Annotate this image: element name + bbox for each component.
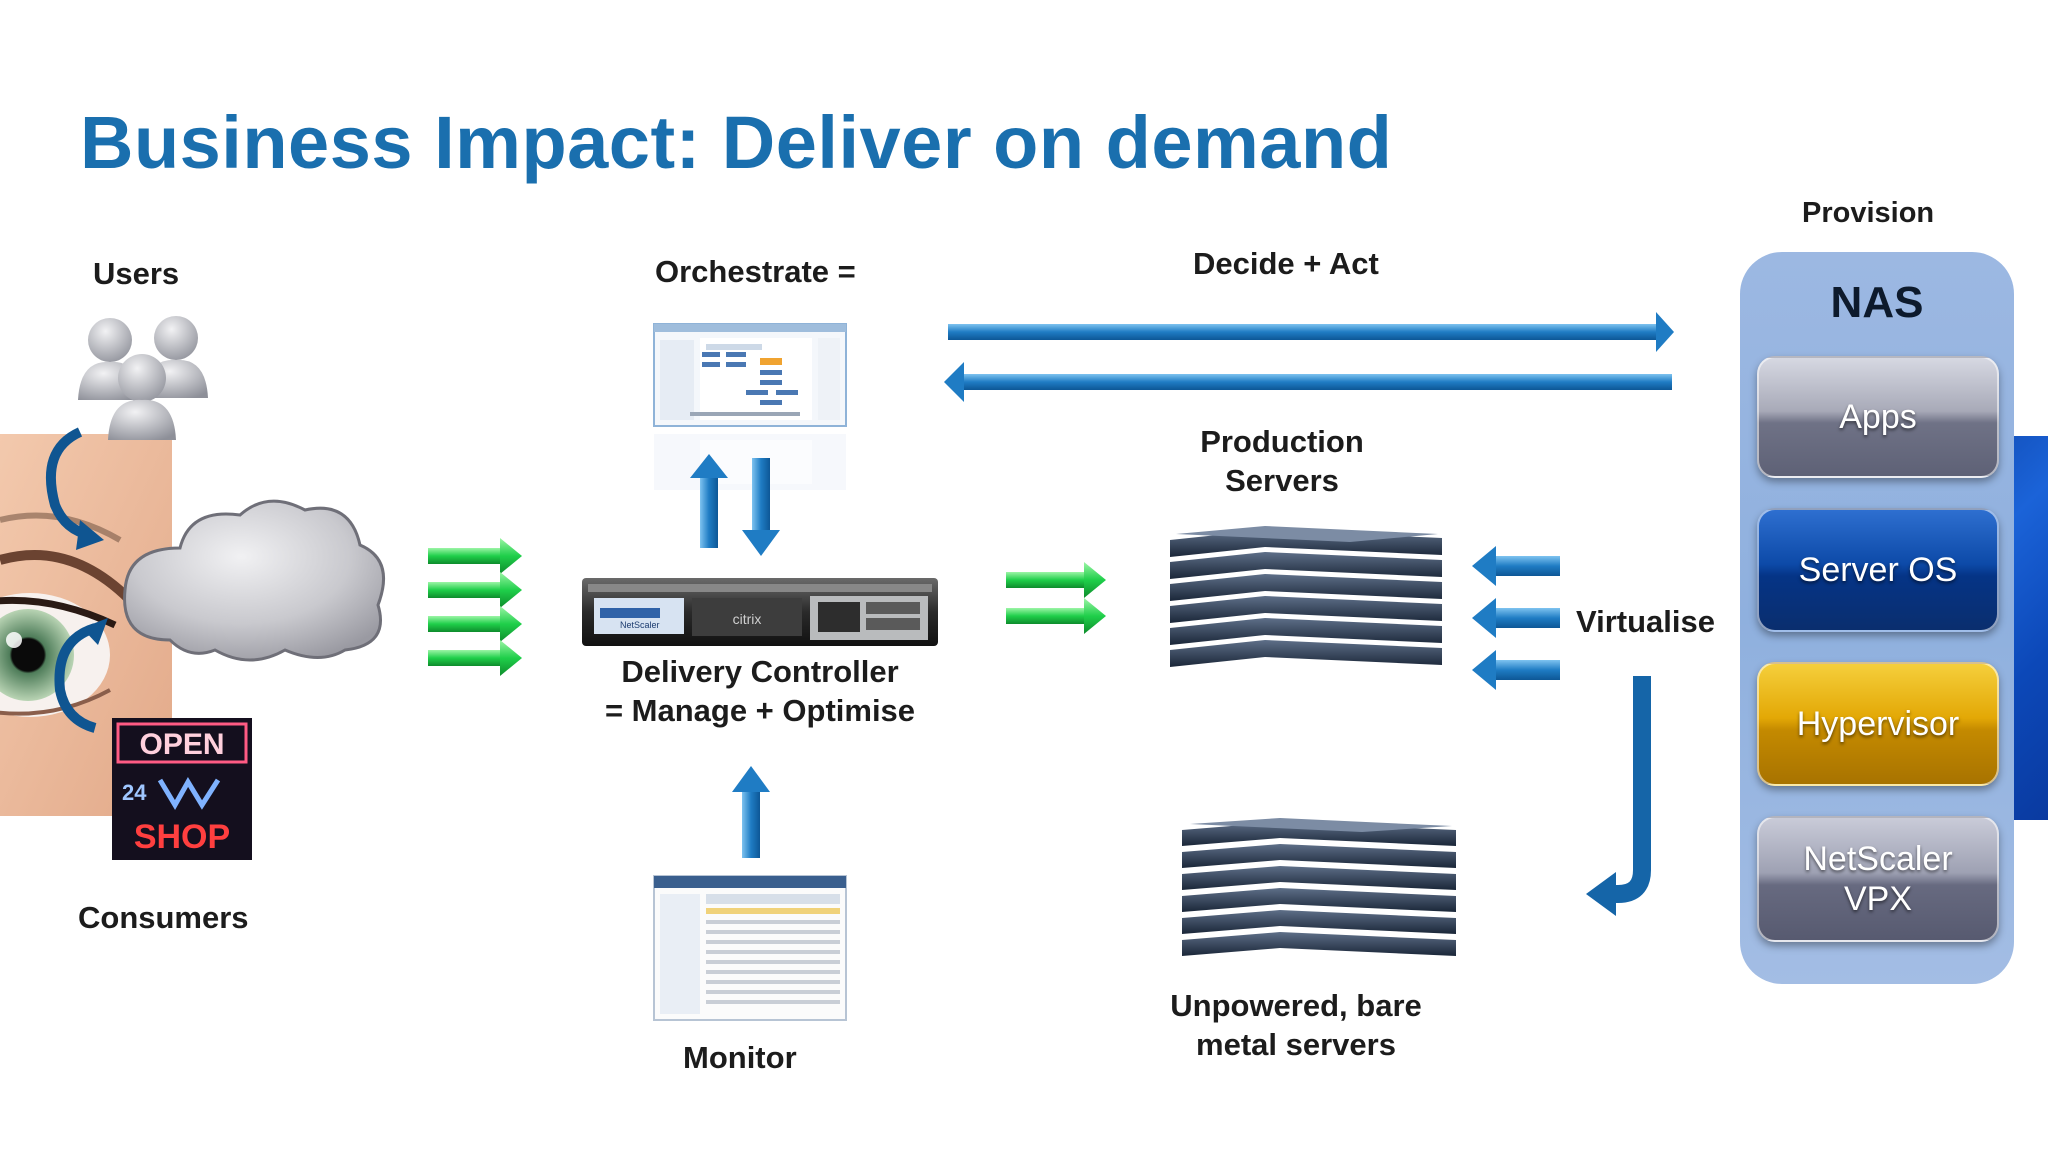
users-group-icon bbox=[78, 316, 208, 440]
green-arrow-icon bbox=[428, 606, 522, 642]
nas-layer-apps: Apps bbox=[1757, 356, 1999, 478]
nas-title: NAS bbox=[1830, 278, 1924, 327]
monitor-screenshot bbox=[653, 875, 847, 1021]
open-shop-sign-image: OPEN 24 SHOP bbox=[112, 718, 252, 860]
nas-layer-netscaler-vpx: NetScaler VPX bbox=[1757, 816, 1999, 942]
delivery-controller-line-2: = Manage + Optimise bbox=[604, 693, 916, 728]
virtualise-label: Virtualise bbox=[1576, 604, 1716, 639]
delivery-controller-label: Delivery Controller = Manage + Optimise bbox=[560, 652, 960, 730]
netscaler-appliance-image: citrix NetScaler bbox=[582, 578, 938, 646]
cloud-icon bbox=[123, 499, 386, 662]
nas-layer-vpx-line-1: NetScaler bbox=[1803, 840, 1953, 878]
appliance-brand: citrix bbox=[733, 611, 762, 627]
nas-layer-server-os: Server OS bbox=[1757, 508, 1999, 632]
shop-sign-24: 24 bbox=[122, 780, 147, 805]
delivery-controller-line-1: Delivery Controller bbox=[621, 654, 899, 689]
appliance-model: NetScaler bbox=[620, 620, 660, 630]
green-arrows-group bbox=[428, 538, 522, 676]
green-arrow-icon bbox=[428, 538, 522, 574]
unpowered-line-2: metal servers bbox=[1196, 1027, 1396, 1062]
nas-layer-hypervisor: Hypervisor bbox=[1757, 662, 1999, 786]
production-line-1: Production bbox=[1200, 424, 1364, 459]
nas-layer-server-os-label: Server OS bbox=[1798, 551, 1958, 589]
green-arrow-icon bbox=[428, 640, 522, 676]
decide-act-label: Decide + Act bbox=[1193, 246, 1379, 281]
slide-title: Business Impact: Deliver on demand bbox=[80, 101, 1393, 184]
green-arrow-icon bbox=[1006, 562, 1106, 598]
production-line-2: Servers bbox=[1225, 463, 1339, 498]
production-servers-image bbox=[1170, 526, 1442, 667]
orchestrate-screenshot bbox=[653, 323, 847, 490]
sync-arrows-icon bbox=[690, 454, 780, 556]
orchestrate-label: Orchestrate = bbox=[655, 254, 856, 289]
decide-act-arrows-icon bbox=[944, 312, 1674, 402]
production-servers-label: Production Servers bbox=[1132, 422, 1432, 500]
users-label: Users bbox=[93, 256, 180, 291]
bare-metal-servers-image bbox=[1182, 818, 1456, 956]
monitor-up-arrow-icon bbox=[732, 766, 770, 858]
green-arrow-icon bbox=[428, 572, 522, 608]
green-arrow-icon bbox=[1006, 598, 1106, 634]
blue-left-arrow-icon bbox=[1472, 650, 1560, 690]
hook-arrow-icon bbox=[1586, 676, 1651, 916]
provision-label: Provision bbox=[1802, 197, 1935, 229]
unpowered-servers-label: Unpowered, bare metal servers bbox=[1136, 986, 1456, 1064]
consumers-label: Consumers bbox=[78, 900, 249, 935]
curved-arrow-icon bbox=[45, 427, 108, 733]
virtualise-arrows-group bbox=[1472, 546, 1560, 690]
green-arrows-group-2 bbox=[1006, 562, 1106, 634]
nas-layer-hypervisor-label: Hypervisor bbox=[1796, 705, 1960, 743]
nas-layer-vpx-line-2: VPX bbox=[1843, 880, 1913, 918]
unpowered-line-1: Unpowered, bare bbox=[1170, 988, 1422, 1023]
monitor-label: Monitor bbox=[683, 1040, 797, 1075]
nas-layer-apps-label: Apps bbox=[1839, 398, 1917, 436]
shop-sign-shop: SHOP bbox=[134, 818, 230, 856]
shop-sign-open: OPEN bbox=[139, 728, 224, 761]
blue-left-arrow-icon bbox=[1472, 598, 1560, 638]
blue-left-arrow-icon bbox=[1472, 546, 1560, 586]
